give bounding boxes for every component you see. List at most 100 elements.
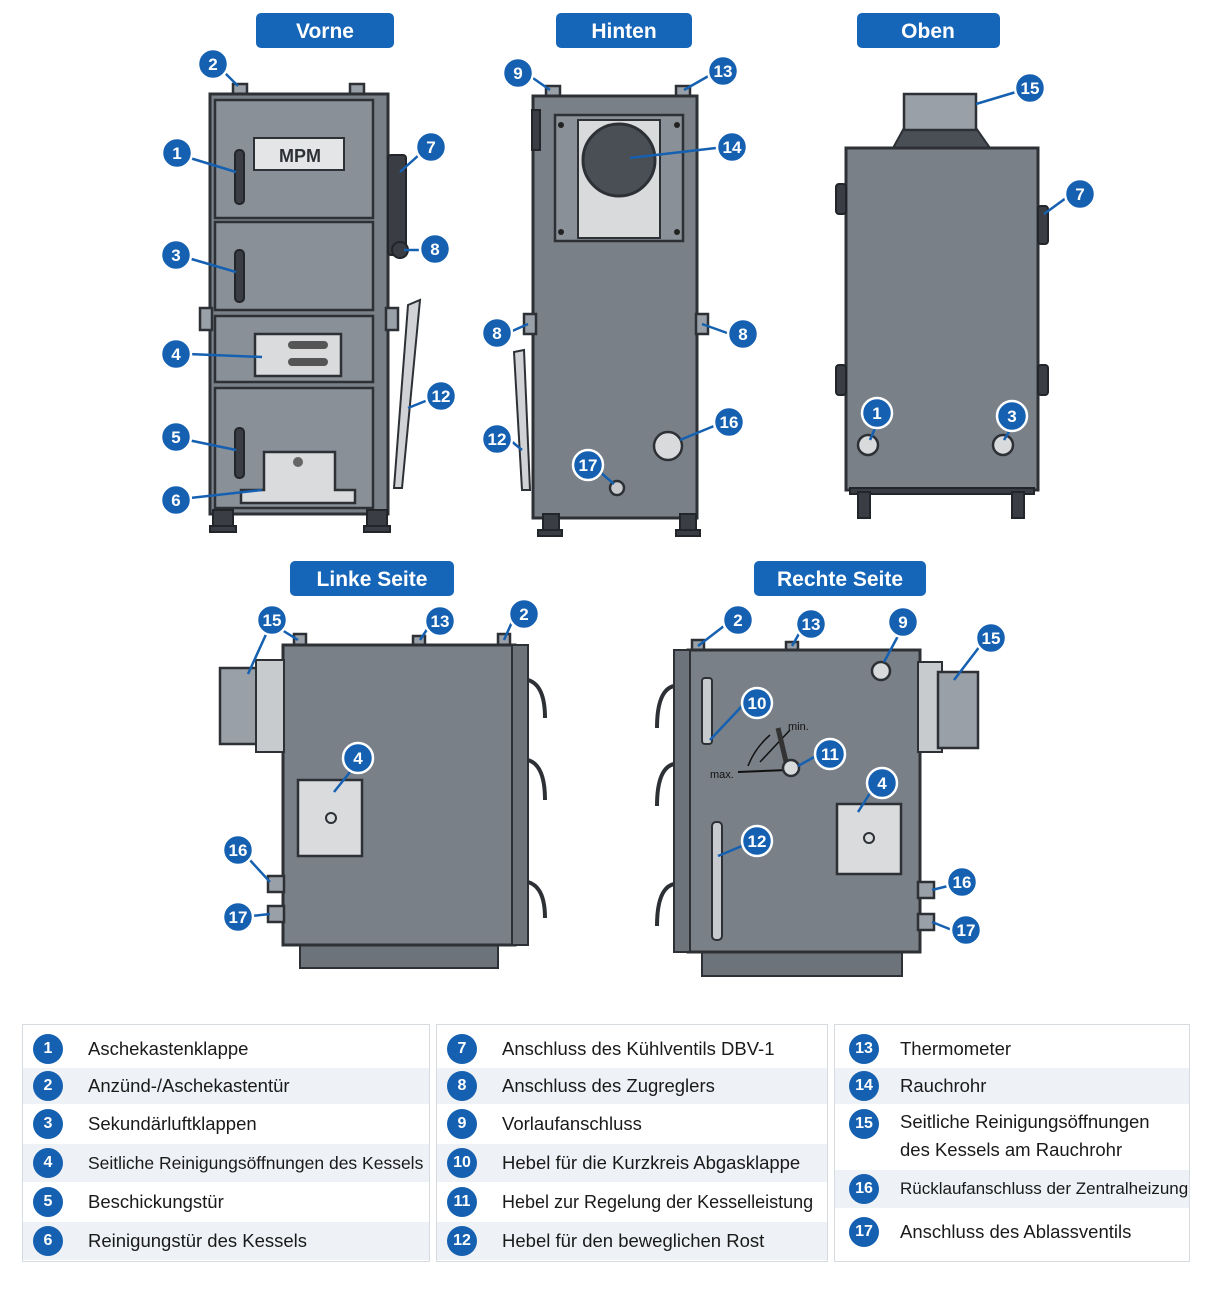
svg-text:2: 2 [208, 55, 217, 74]
marker-front-1: 1 [160, 136, 194, 170]
legend-number: 2 [33, 1071, 63, 1101]
legend-item: 2 Anzünd-/Aschekastentür [23, 1068, 429, 1104]
legend-label: Reinigungstür des Kessels [88, 1230, 308, 1251]
markers-front: 2 1 7 3 8 4 12 5 6 [159, 47, 458, 517]
marker-front-5: 5 [159, 420, 193, 454]
svg-text:9: 9 [898, 613, 907, 632]
mpm-logo: MPM [253, 137, 345, 171]
marker-front-3: 3 [159, 238, 193, 272]
marker-back-16: 16 [712, 405, 746, 439]
legend-number: 17 [849, 1217, 879, 1247]
svg-text:8: 8 [430, 240, 439, 259]
marker-right-12: 12 [740, 824, 774, 858]
front-view-boiler: MPM [198, 82, 422, 533]
legend-label: Aschekastenklappe [88, 1038, 249, 1059]
marker-left-2: 2 [507, 597, 541, 631]
svg-text:17: 17 [579, 456, 598, 475]
damper-scale: min. max. [710, 721, 809, 781]
back-view-boiler [512, 84, 710, 537]
svg-text:7: 7 [1075, 185, 1084, 204]
svg-text:12: 12 [488, 430, 507, 449]
title-left: Linke Seite [290, 561, 454, 596]
marker-left-16: 16 [221, 833, 255, 867]
legend-label: Sekundärluftklappen [88, 1113, 257, 1134]
marker-top-7: 7 [1063, 177, 1097, 211]
title-front: Vorne [256, 13, 394, 48]
legend-label: Hebel für den beweglichen Rost [502, 1230, 765, 1251]
legend-item: 1 Aschekastenklappe [23, 1031, 429, 1067]
svg-text:12: 12 [748, 832, 767, 851]
marker-right-10: 10 [740, 686, 774, 720]
svg-text:12: 12 [432, 387, 451, 406]
marker-left-13: 13 [423, 604, 457, 638]
svg-text:min.: min. [788, 721, 809, 733]
marker-right-11: 11 [813, 737, 847, 771]
svg-text:MPM: MPM [279, 146, 321, 166]
marker-left-15: 15 [255, 603, 289, 637]
legend-label: Seitliche Reinigungsöffnungen des Kessel… [900, 1111, 1150, 1160]
marker-right-9: 9 [886, 605, 920, 639]
legend-number: 6 [33, 1226, 63, 1256]
marker-back-17: 17 [571, 448, 605, 482]
svg-text:15: 15 [1021, 79, 1040, 98]
marker-front-7: 7 [414, 130, 448, 164]
marker-front-6: 6 [159, 483, 193, 517]
markers-back: 9 13 14 8 8 12 16 17 [480, 54, 760, 482]
legend-number: 9 [447, 1109, 477, 1139]
svg-text:2: 2 [733, 611, 742, 630]
legend-label: Seitliche Reinigungsöffnungen des Kessel… [88, 1153, 424, 1173]
svg-text:13: 13 [431, 612, 450, 631]
marker-top-3: 3 [995, 399, 1029, 433]
svg-text:3: 3 [171, 246, 180, 265]
legend-number: 13 [849, 1034, 879, 1064]
legend-item: 14 Rauchrohr [835, 1068, 1189, 1104]
svg-text:1: 1 [172, 144, 181, 163]
svg-text:Hinten: Hinten [591, 20, 656, 43]
legend-label: Thermometer [900, 1038, 1012, 1059]
svg-text:9: 9 [513, 64, 522, 83]
legend-number: 15 [849, 1109, 879, 1139]
legend-number: 5 [33, 1187, 63, 1217]
leader-lines [187, 69, 1067, 932]
svg-text:Linke Seite: Linke Seite [317, 568, 428, 591]
svg-text:8: 8 [492, 324, 501, 343]
legend-number: 3 [33, 1109, 63, 1139]
marker-right-13: 13 [794, 607, 828, 641]
legend-label: Rücklaufanschluss der Zentralheizung [900, 1179, 1189, 1198]
legend-label: Hebel für die Kurzkreis Abgasklappe [502, 1152, 801, 1173]
marker-right-15: 15 [974, 621, 1008, 655]
svg-text:Rechte Seite: Rechte Seite [777, 568, 903, 591]
legend-number: 1 [33, 1034, 63, 1064]
marker-right-17: 17 [949, 913, 983, 947]
svg-text:6: 6 [171, 491, 180, 510]
legend-number: 12 [447, 1226, 477, 1256]
svg-text:5: 5 [171, 428, 180, 447]
legend-label: Rauchrohr [900, 1075, 987, 1096]
marker-front-4: 4 [159, 337, 193, 371]
svg-text:4: 4 [877, 774, 887, 793]
legend-item: 13 Thermometer [835, 1031, 1189, 1067]
marker-right-16: 16 [945, 865, 979, 899]
legend-number: 7 [447, 1034, 477, 1064]
legend-label: Anzünd-/Aschekastentür [88, 1075, 290, 1096]
svg-text:Vorne: Vorne [296, 20, 354, 43]
marker-top-15: 15 [1013, 71, 1047, 105]
svg-text:17: 17 [957, 921, 976, 940]
marker-left-4: 4 [341, 741, 375, 775]
svg-text:7: 7 [426, 138, 435, 157]
right-view-boiler: min. max. [655, 638, 980, 977]
legend-number: 14 [849, 1071, 879, 1101]
svg-text:17: 17 [229, 908, 248, 927]
svg-text:16: 16 [229, 841, 248, 860]
legend-number: 8 [447, 1071, 477, 1101]
marker-back-8-left: 8 [480, 316, 514, 350]
marker-right-4: 4 [865, 766, 899, 800]
legend-label: Hebel zur Regelung der Kesselleistung [502, 1192, 814, 1212]
legend-item: 12 Hebel für den beweglichen Rost [437, 1222, 827, 1260]
